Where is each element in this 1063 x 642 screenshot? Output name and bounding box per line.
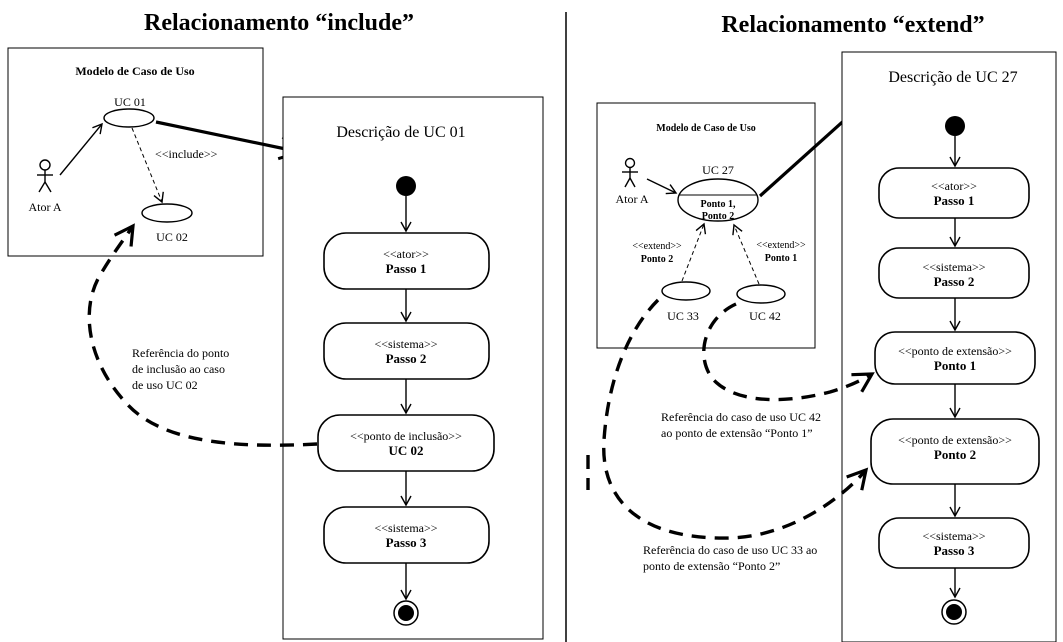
right-extend-right-arrow [732, 223, 760, 285]
right-uc42-label: UC 42 [749, 309, 781, 323]
right-uc27-point-1: Ponto 1, [701, 199, 737, 210]
right-uc42-ellipse [736, 284, 786, 304]
left-step-2-name: Passo 2 [386, 351, 427, 366]
right-step-3-stereotype: <<ponto de extensão>> [898, 344, 1012, 358]
left-include-arrow [131, 127, 164, 204]
right-title: Relacionamento “extend” [721, 12, 984, 38]
right-step-1 [878, 167, 1030, 219]
right-uc27-point-2: Ponto 2 [702, 211, 735, 222]
left-reference-arrow [87, 223, 318, 447]
right-step-2 [878, 247, 1030, 299]
right-step-5-stereotype: <<sistema>> [922, 529, 985, 543]
right-step-4-stereotype: <<ponto de extensão>> [898, 433, 1012, 447]
right-uc33-ellipse [661, 281, 711, 301]
left-actor-label: Ator A [29, 200, 62, 214]
right-step-1-name: Passo 1 [934, 193, 975, 208]
left-model-title: Modelo de Caso de Uso [75, 64, 194, 78]
right-uc27-label: UC 27 [702, 163, 734, 177]
right-actor-association [646, 178, 678, 195]
left-step-4-name: Passo 3 [386, 535, 427, 550]
left-uc01-label: UC 01 [114, 95, 146, 109]
right-reference-arrow-uc33 [602, 298, 869, 540]
left-description-title: Descrição de UC 01 [336, 124, 465, 141]
right-extend-left-point: Ponto 2 [641, 254, 674, 265]
right-actor-icon [622, 157, 638, 188]
left-step-2-stereotype: <<sistema>> [374, 337, 437, 351]
left-note-line-2: de inclusão ao caso [132, 362, 225, 376]
right-step-1-stereotype: <<ator>> [931, 179, 977, 193]
left-description-arrow [155, 120, 304, 161]
left-uc01-ellipse [103, 108, 155, 128]
left-step-4-stereotype: <<sistema>> [374, 521, 437, 535]
right-step-4-name: Ponto 2 [934, 447, 976, 462]
left-step-3-name: UC 02 [388, 443, 423, 458]
right-note-bottom-line-2: ponto de extensão “Ponto 2” [643, 559, 780, 573]
right-reference-arrow-uc42 [702, 302, 875, 402]
right-step-3-name: Ponto 1 [934, 358, 976, 373]
left-uc02-ellipse [141, 203, 193, 223]
left-note-line-1: Referência do ponto [132, 346, 229, 360]
right-uc27-ellipse [677, 178, 759, 222]
right-model-box [596, 102, 816, 349]
right-note-top-line-2: ao ponto de extensão “Ponto 1” [661, 426, 813, 440]
right-description-title: Descrição de UC 27 [888, 69, 1017, 86]
right-extend-right-label: <<extend>> [756, 240, 806, 251]
right-step-2-name: Passo 2 [934, 274, 975, 289]
left-note-line-3: de uso UC 02 [132, 378, 198, 392]
left-step-1-stereotype: <<ator>> [383, 247, 429, 261]
left-initial-node [396, 176, 416, 196]
right-uc33-label: UC 33 [667, 309, 699, 323]
right-extend-left-arrow [681, 222, 707, 282]
right-extend-right-point: Ponto 1 [765, 253, 798, 264]
right-model-title: Modelo de Caso de Uso [656, 123, 755, 134]
right-step-2-stereotype: <<sistema>> [922, 260, 985, 274]
left-title: Relacionamento “include” [144, 10, 414, 36]
right-step-5-name: Passo 3 [934, 543, 975, 558]
right-actor-label: Ator A [616, 192, 649, 206]
left-uc02-label: UC 02 [156, 230, 188, 244]
left-step-1-name: Passo 1 [386, 261, 427, 276]
left-step-3-stereotype: <<ponto de inclusão>> [350, 429, 462, 443]
right-note-top-line-1: Referência do caso de uso UC 42 [661, 410, 821, 424]
left-include-label: <<include>> [155, 147, 218, 161]
left-model-box [7, 47, 264, 257]
left-actor-icon [37, 159, 53, 193]
right-step-5 [878, 517, 1030, 569]
left-final-node [393, 600, 419, 626]
right-initial-node [945, 116, 965, 136]
right-final-node [941, 599, 967, 625]
right-note-bottom-line-1: Referência do caso de uso UC 33 ao [643, 543, 817, 557]
right-extend-left-label: <<extend>> [632, 241, 682, 252]
left-actor-association [59, 122, 103, 176]
